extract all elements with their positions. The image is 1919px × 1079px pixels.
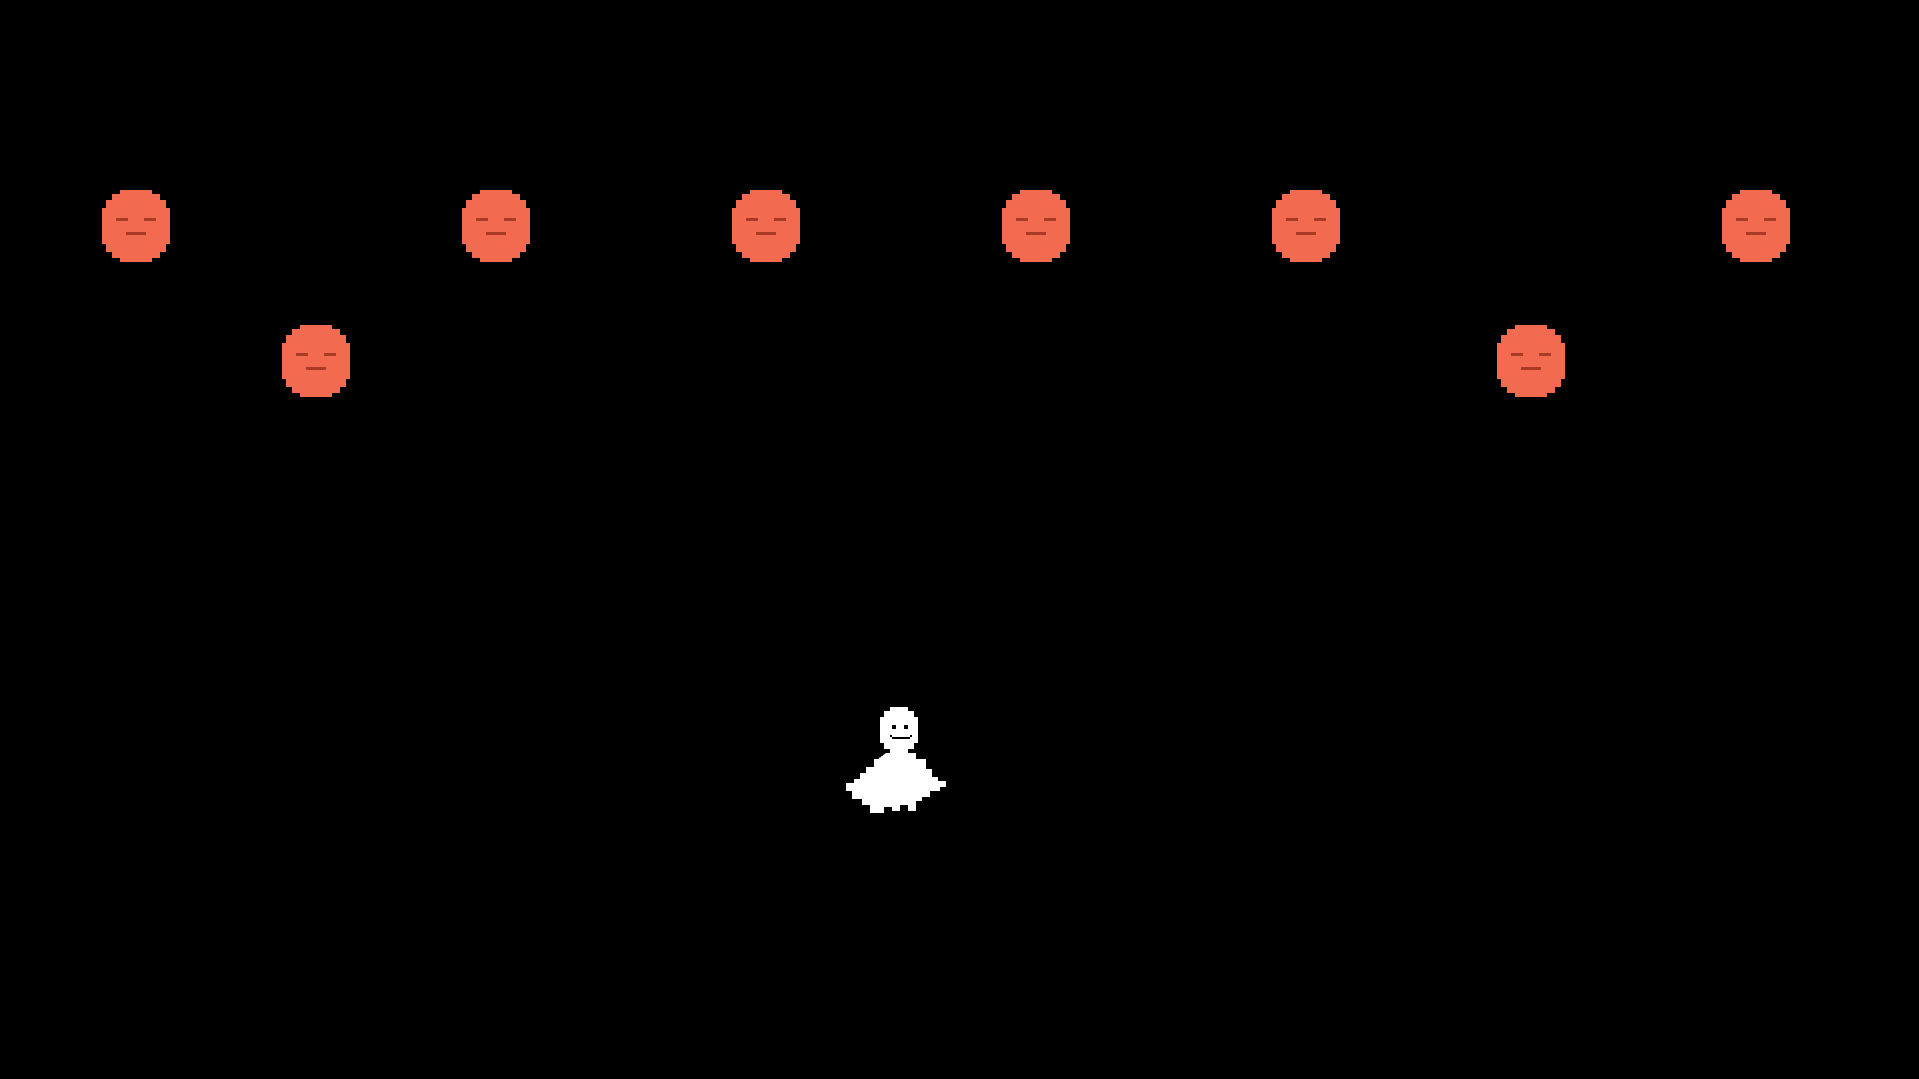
enemy-face-7 bbox=[280, 323, 352, 401]
player-character[interactable] bbox=[844, 705, 960, 825]
orange-face-icon bbox=[282, 325, 350, 397]
orange-face-icon bbox=[462, 190, 530, 262]
enemy-face-3 bbox=[730, 188, 802, 266]
white-ghost-character-icon bbox=[846, 707, 946, 813]
enemy-face-6 bbox=[1720, 188, 1792, 266]
enemy-face-5 bbox=[1270, 188, 1342, 266]
enemy-face-1 bbox=[100, 188, 172, 266]
enemy-face-4 bbox=[1000, 188, 1072, 266]
orange-face-icon bbox=[1722, 190, 1790, 262]
orange-face-icon bbox=[1272, 190, 1340, 262]
orange-face-icon bbox=[102, 190, 170, 262]
orange-face-icon bbox=[1497, 325, 1565, 397]
enemy-face-2 bbox=[460, 188, 532, 266]
orange-face-icon bbox=[1002, 190, 1070, 262]
orange-face-icon bbox=[732, 190, 800, 262]
enemy-face-8 bbox=[1495, 323, 1567, 401]
